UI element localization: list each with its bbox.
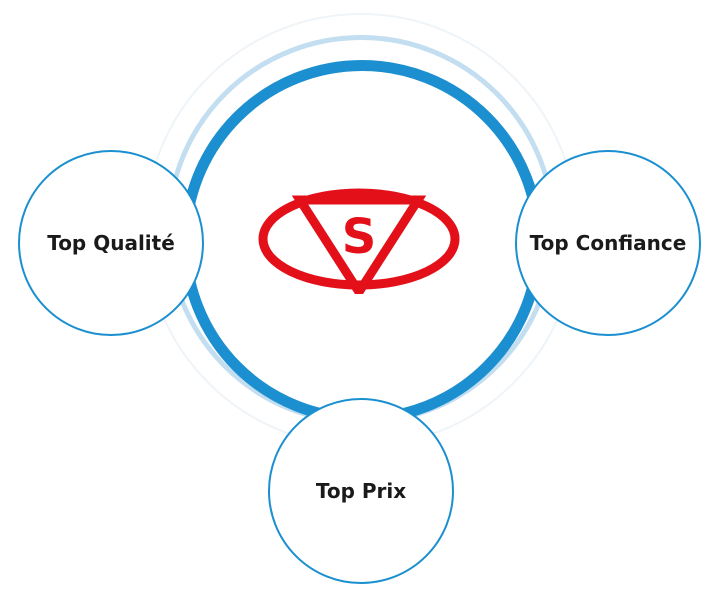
node-label-top-qualite: Top Qualité bbox=[47, 231, 175, 255]
logo-letter: S bbox=[342, 209, 377, 265]
node-top-prix: Top Prix bbox=[268, 398, 454, 584]
logo-shield bbox=[291, 195, 427, 294]
node-top-qualite: Top Qualité bbox=[18, 150, 204, 336]
node-label-top-confiance: Top Confiance bbox=[529, 231, 687, 255]
s-shield-logo-icon: S bbox=[258, 188, 460, 294]
node-label-top-prix: Top Prix bbox=[315, 479, 407, 503]
node-top-confiance: Top Confiance bbox=[515, 150, 701, 336]
